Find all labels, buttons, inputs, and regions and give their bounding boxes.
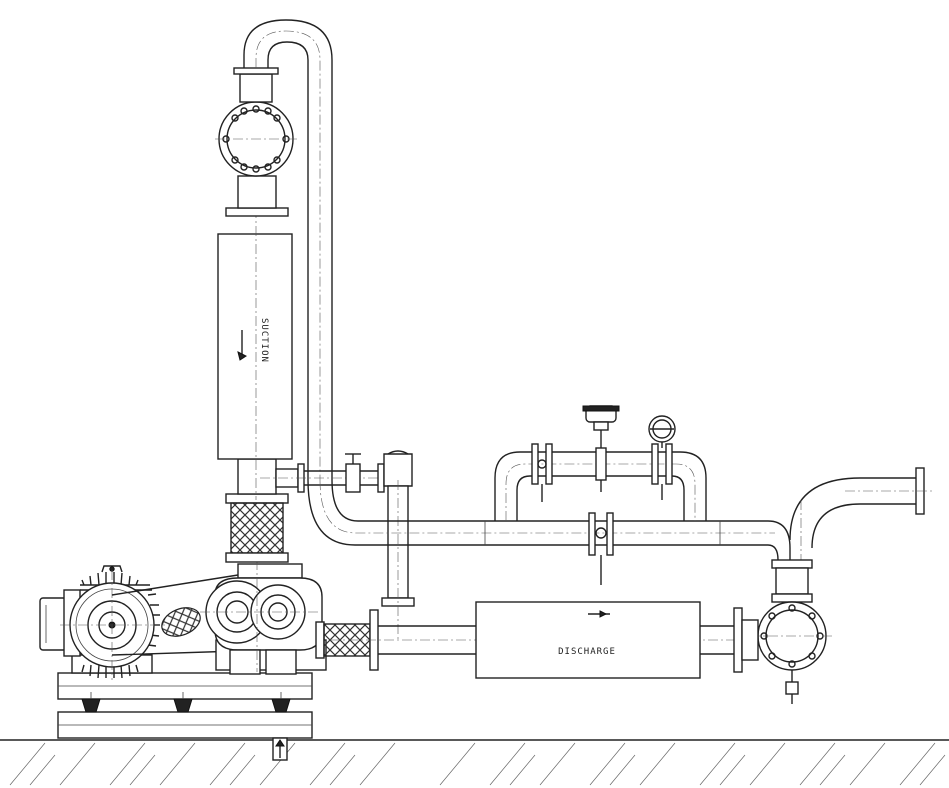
handwheel-valve xyxy=(648,415,676,448)
main-header-pipe xyxy=(307,479,775,546)
loop-flange-right xyxy=(651,443,673,500)
outlet-elbow xyxy=(767,467,935,600)
anti-vibration-pads xyxy=(81,692,291,713)
upper-valve-loop xyxy=(494,405,707,521)
electric-motor xyxy=(39,565,170,680)
suction-silencer: SUCTION xyxy=(217,100,293,500)
base-frame xyxy=(57,672,313,761)
actuated-butterfly-valve xyxy=(582,405,620,492)
suction-inlet-flange xyxy=(215,67,298,177)
discharge-riser xyxy=(771,559,813,603)
discharge-downpipe xyxy=(381,480,415,640)
ground-hatching xyxy=(9,742,946,786)
header-check-valve xyxy=(588,512,614,585)
discharge-label: DISCHARGE xyxy=(558,647,616,657)
loop-flange-left xyxy=(531,443,553,502)
bypass-valve xyxy=(345,453,361,493)
relief-bypass-branch xyxy=(260,450,413,493)
suction-label: SUCTION xyxy=(259,318,269,363)
discharge-line xyxy=(315,607,760,673)
anchor-bolt xyxy=(272,737,288,761)
top-return-bend xyxy=(243,19,333,480)
flow-arrow-suction xyxy=(237,330,247,361)
flow-arrow-discharge xyxy=(588,610,610,618)
ground xyxy=(0,739,949,786)
discharge-outlet-flange xyxy=(750,601,835,704)
suction-flex-connector xyxy=(225,493,289,563)
drain-valve xyxy=(785,670,799,704)
discharge-silencer: DISCHARGE xyxy=(475,601,701,679)
roots-blower xyxy=(200,560,327,675)
